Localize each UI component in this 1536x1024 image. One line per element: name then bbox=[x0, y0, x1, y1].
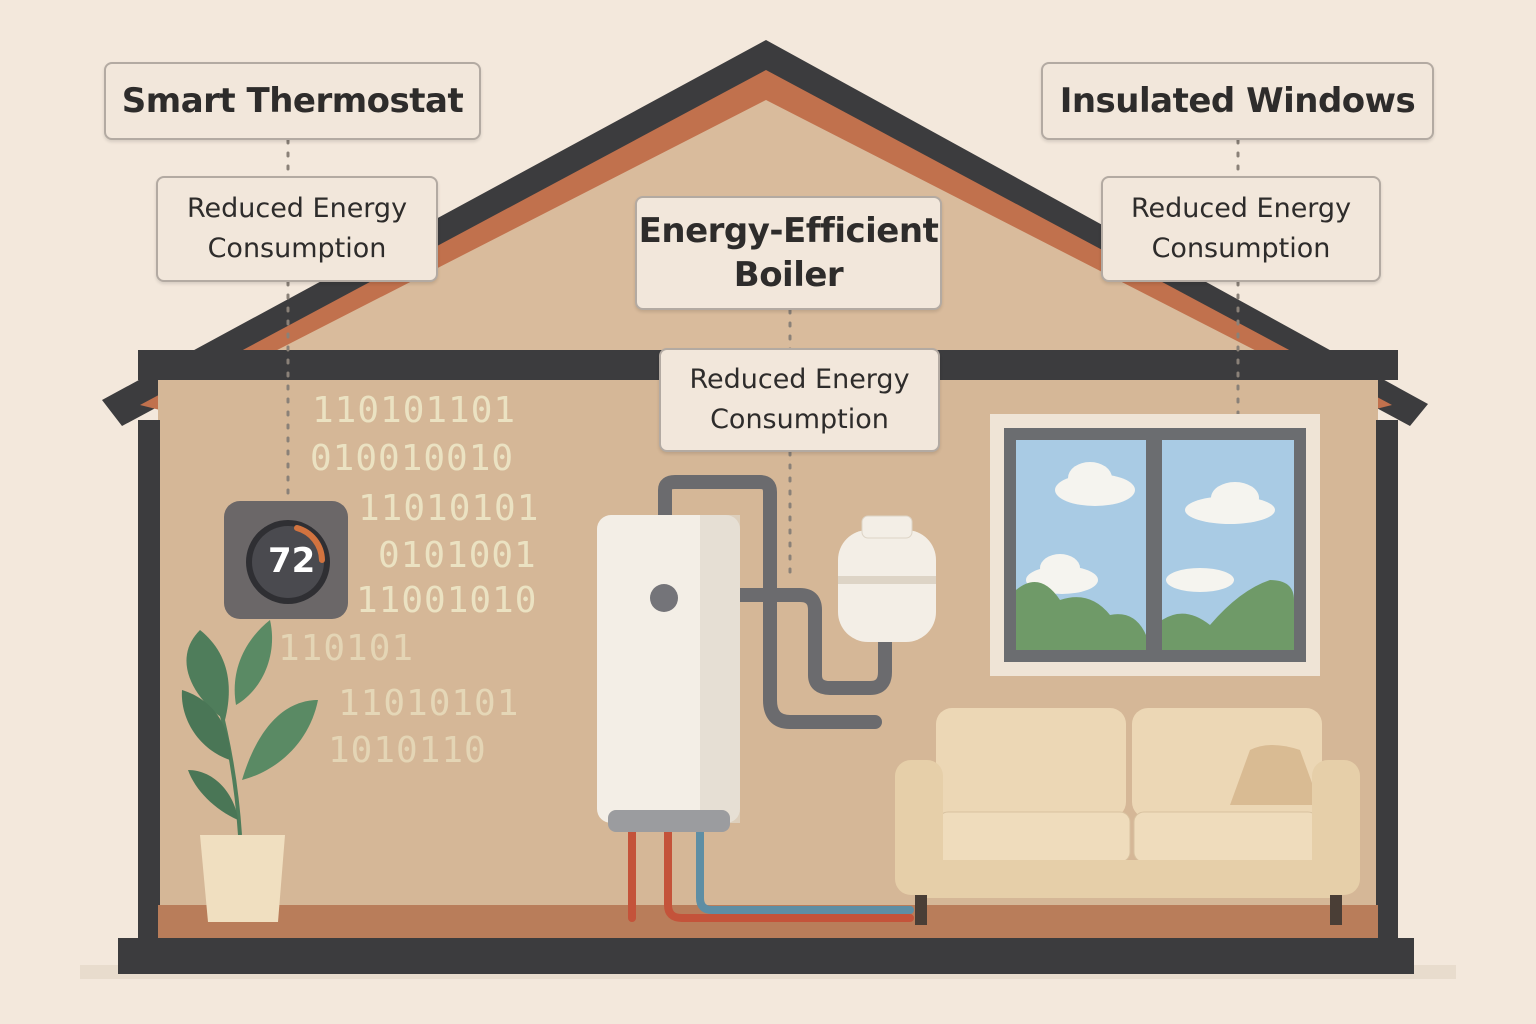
insulated-windows-label: Insulated Windows bbox=[1041, 62, 1434, 140]
binary-row: 11001010 bbox=[356, 580, 538, 621]
window bbox=[990, 414, 1320, 676]
energy-efficient-boiler-label: Energy-Efficient Boiler bbox=[635, 196, 942, 310]
thermostat-benefit-label: Reduced Energy Consumption bbox=[156, 176, 438, 282]
benefit-line: Reduced Energy bbox=[689, 364, 910, 395]
title-line: Energy-Efficient bbox=[638, 211, 939, 251]
thermostat-temperature: 72 bbox=[268, 541, 316, 581]
binary-row: 010010010 bbox=[310, 438, 515, 479]
boiler-gauge bbox=[650, 584, 678, 612]
benefit-line: Consumption bbox=[710, 404, 889, 435]
benefit-line: Reduced Energy bbox=[1130, 193, 1352, 224]
pipes bbox=[628, 475, 914, 922]
plant bbox=[181, 620, 318, 922]
right-wall bbox=[1376, 420, 1398, 940]
thermostat-arc bbox=[294, 525, 325, 563]
binary-row: 110101 bbox=[278, 628, 415, 669]
benefit-line: Consumption bbox=[1151, 233, 1331, 264]
binary-row: 1010110 bbox=[328, 730, 487, 771]
sofa bbox=[895, 708, 1360, 925]
binary-row: 0101001 bbox=[378, 535, 537, 576]
title-line: Boiler bbox=[733, 255, 844, 295]
left-wall bbox=[138, 420, 160, 940]
connectors bbox=[286, 138, 1240, 582]
boiler-benefit-label: Reduced Energy Consumption bbox=[659, 348, 940, 452]
binary-row: 11010101 bbox=[358, 488, 540, 529]
binary-row: 110101101 bbox=[312, 390, 517, 431]
benefit-line: Reduced Energy bbox=[186, 193, 408, 224]
expansion-tank bbox=[838, 530, 936, 642]
windows-benefit-label: Reduced Energy Consumption bbox=[1101, 176, 1381, 282]
smart-thermostat-label: Smart Thermostat bbox=[104, 62, 481, 140]
benefit-line: Consumption bbox=[207, 233, 387, 264]
foundation bbox=[118, 938, 1414, 974]
binary-row: 11010101 bbox=[338, 683, 520, 724]
